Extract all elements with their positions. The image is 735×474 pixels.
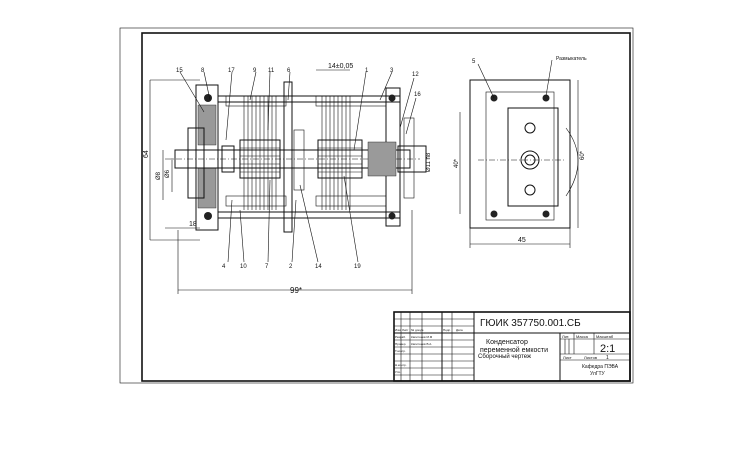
- callout-11: 11: [268, 68, 275, 74]
- dim-shaft-d1: Ø8: [156, 171, 162, 180]
- callout-17: 17: [228, 68, 235, 74]
- main-view: 99* 18 14±0,05 64 Ø8 Ø6 Ø11 h8 15 8 17 9…: [143, 63, 432, 295]
- dim-overall-length: 99*: [290, 286, 302, 295]
- callout-16: 16: [414, 92, 421, 98]
- callout-8: 8: [201, 68, 205, 74]
- dim-shaft-d2: Ø6: [165, 169, 171, 178]
- callout-5: 5: [472, 59, 476, 65]
- designation: ГЮИК 357750.001.СБ: [480, 318, 581, 329]
- dim-left-offset: 18: [189, 221, 197, 228]
- hdr-list: Лист: [402, 328, 409, 332]
- dim-left-height: 64: [143, 150, 150, 158]
- scale-value: 2:1: [600, 343, 615, 355]
- callout-15: 15: [176, 68, 183, 74]
- dim-side-width: 45: [518, 237, 526, 244]
- inner-border: [141, 32, 631, 382]
- side-note: Размыкатель: [556, 56, 587, 62]
- hdr-sign: Подп.: [443, 328, 451, 332]
- role-tcontrol: Т.контр.: [395, 349, 406, 353]
- dim-side-height2: 60*: [580, 150, 586, 160]
- hdr-doc: № докум.: [411, 328, 424, 332]
- dim-side-height1: 40*: [454, 158, 460, 168]
- name-line2: переменной емкости: [480, 346, 548, 354]
- doc-type: Сборочный чертеж: [478, 353, 531, 360]
- role-check: Провер.: [395, 342, 406, 346]
- sheet-label: Лист: [563, 355, 572, 360]
- hdr-date: Дата: [456, 328, 463, 332]
- callout-19: 19: [354, 264, 361, 270]
- col-mass: Масса: [576, 334, 589, 339]
- name-dev: Капитонов М.М: [411, 335, 433, 339]
- callout-7: 7: [265, 264, 269, 270]
- callout-2: 2: [289, 264, 293, 270]
- name-line1: Конденсатор: [486, 339, 528, 346]
- name-check: Капитонов В.А.: [411, 342, 432, 346]
- dim-center-d: Ø11 h8: [426, 152, 432, 172]
- callout-1: 1: [365, 68, 369, 74]
- role-ncontrol: Н.контр.: [395, 363, 407, 367]
- callout-9: 9: [253, 68, 257, 74]
- col-lit: Лит.: [562, 334, 569, 339]
- callout-14: 14: [315, 264, 322, 270]
- role-approve: Утв.: [395, 370, 401, 374]
- title-block: ГЮИК 357750.001.СБ Конденсатор переменно…: [393, 311, 631, 382]
- callout-4: 4: [222, 264, 226, 270]
- org-line1: Кафедра ПЭВА: [582, 364, 619, 370]
- sheets-value: 1: [606, 355, 609, 361]
- callout-10: 10: [240, 264, 247, 270]
- role-dev: Разраб.: [395, 335, 406, 339]
- callout-6: 6: [287, 68, 291, 74]
- hdr-izm: Изм: [395, 328, 401, 332]
- dim-top-width: 14±0,05: [328, 63, 353, 70]
- outer-frame: [119, 27, 634, 384]
- side-view: 45 40* 60* 5 Размыкатель: [454, 56, 587, 248]
- sheets-label: Листов: [584, 355, 597, 360]
- callout-12: 12: [412, 72, 419, 78]
- org-line2: УлГТУ: [590, 371, 606, 377]
- col-scale: Масштаб: [596, 334, 614, 339]
- callout-3: 3: [390, 68, 394, 74]
